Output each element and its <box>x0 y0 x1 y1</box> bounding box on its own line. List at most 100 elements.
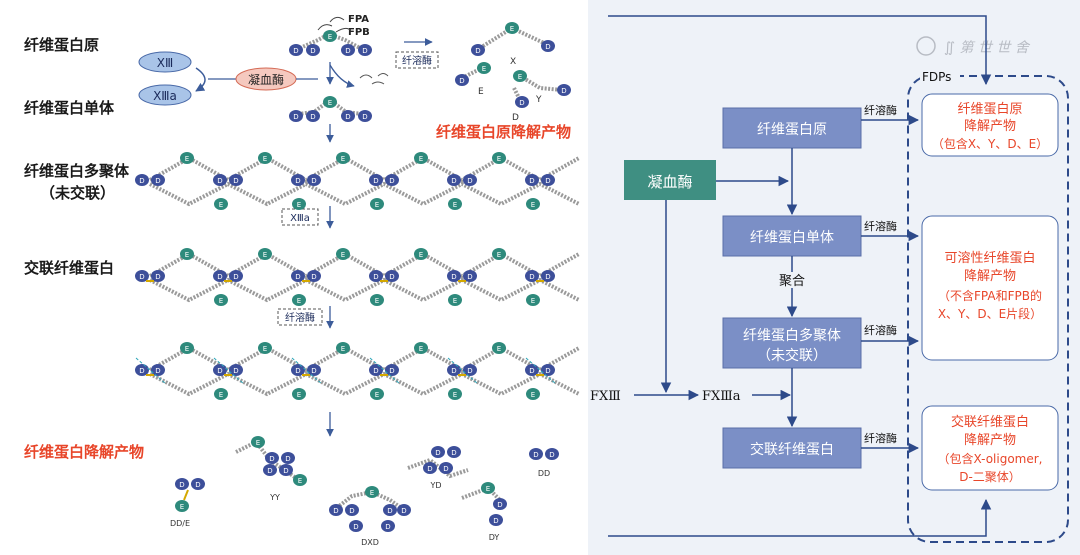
domain-e-ellipse <box>492 248 506 260</box>
plasmin-label-3: 纤溶酶 <box>864 323 897 337</box>
domain-d-ellipse <box>229 364 243 376</box>
domain-d-ellipse <box>263 464 277 476</box>
left-panel: 纤维蛋白原 纤维蛋白单体 纤维蛋白多聚体 （未交联） 交联纤维蛋白 纤维蛋白降解… <box>24 14 580 547</box>
domain-d-label: D <box>387 507 392 515</box>
domain-d-ellipse <box>306 44 320 56</box>
watermark-logo-icon <box>916 36 936 56</box>
domain-d-ellipse <box>289 110 303 122</box>
domain-d-ellipse <box>525 174 539 186</box>
domain-d-ellipse <box>229 270 243 282</box>
fpa-label: FPA <box>348 14 369 25</box>
domain-d-label: D <box>155 177 160 185</box>
domain-d-label: D <box>467 273 472 281</box>
domain-d-label: D <box>349 507 354 515</box>
domain-e-ellipse <box>292 294 306 306</box>
domain-e-ellipse <box>258 152 272 164</box>
product-label-dxd: DXD <box>361 538 379 547</box>
domain-d-ellipse <box>307 174 321 186</box>
fragment-e-label: E <box>478 87 484 97</box>
fibrin-degradation-fragments: D D E DD/E E D D D D E YY D <box>170 436 559 547</box>
domain-e-label: E <box>375 297 379 305</box>
domain-d-ellipse <box>493 498 507 510</box>
domain-e-ellipse <box>336 342 350 354</box>
domain-d-label: D <box>139 367 144 375</box>
stage-label-monomer: 纤维蛋白单体 <box>24 99 115 117</box>
domain-d-ellipse <box>289 44 303 56</box>
domain-e-label: E <box>297 297 301 305</box>
domain-e-label: E <box>419 345 423 353</box>
domain-e-label: E <box>298 477 302 485</box>
domain-d-ellipse <box>489 514 503 526</box>
domain-e-label: E <box>375 391 379 399</box>
domain-d-label: D <box>139 273 144 281</box>
monomer-box-label: 纤维蛋白单体 <box>750 230 834 246</box>
domain-e-ellipse <box>477 62 491 74</box>
domain-e-label: E <box>256 439 260 447</box>
domain-d-label: D <box>389 177 394 185</box>
domain-d-ellipse <box>291 174 305 186</box>
product-box-2-line4: X、Y、D、E片段） <box>938 306 1042 321</box>
domain-d-label: D <box>435 449 440 457</box>
domain-e-label: E <box>185 345 189 353</box>
plasmin-label-2: 纤溶酶 <box>864 219 897 233</box>
domain-e-ellipse <box>323 96 337 108</box>
domain-d-label: D <box>451 449 456 457</box>
domain-d-label: D <box>545 43 550 51</box>
domain-e-ellipse <box>481 482 495 494</box>
domain-d-label: D <box>295 177 300 185</box>
domain-d-label: D <box>310 113 315 121</box>
fibrinogen-fragments: D E D X D E E E D Y D D <box>455 22 571 123</box>
domain-d-label: D <box>362 113 367 121</box>
domain-d-label: D <box>529 367 534 375</box>
fpb-label: FPB <box>348 27 370 38</box>
plasmin-label-1: 纤溶酶 <box>864 103 897 117</box>
domain-d-ellipse <box>385 174 399 186</box>
stage-label-fibrinogen: 纤维蛋白原 <box>24 36 99 54</box>
domain-e-label: E <box>341 345 345 353</box>
domain-d-ellipse <box>329 504 343 516</box>
domain-d-label: D <box>217 273 222 281</box>
domain-d-ellipse <box>525 364 539 376</box>
domain-d-ellipse <box>229 174 243 186</box>
domain-d-label: D <box>475 47 480 55</box>
domain-e-ellipse <box>505 22 519 34</box>
domain-d-label: D <box>233 273 238 281</box>
domain-e-ellipse <box>526 388 540 400</box>
domain-e-ellipse <box>251 436 265 448</box>
domain-d-ellipse <box>431 446 445 458</box>
stage-label-uncrosslinked: （未交联） <box>40 184 115 202</box>
domain-e-label: E <box>297 391 301 399</box>
domain-d-ellipse <box>541 40 555 52</box>
released-fibrinopeptides <box>359 73 389 85</box>
domain-e-label: E <box>531 201 535 209</box>
domain-d-label: D <box>561 87 566 95</box>
domain-d-label: D <box>549 451 554 459</box>
domain-d-ellipse <box>541 270 555 282</box>
cleavage-mark <box>213 357 245 385</box>
domain-d-label: D <box>155 367 160 375</box>
domain-e-label: E <box>482 65 486 73</box>
domain-e-label: E <box>185 251 189 259</box>
domain-d-ellipse <box>135 174 149 186</box>
domain-d-ellipse <box>455 74 469 86</box>
plasmin-box-label: 纤溶酶 <box>402 54 432 67</box>
product-box-1-line3: （包含X、Y、D、E） <box>932 136 1048 151</box>
domain-d-label: D <box>451 367 456 375</box>
plasmin-label-4: 纤溶酶 <box>864 431 897 445</box>
domain-d-label: D <box>267 467 272 475</box>
product-box-crosslinked <box>921 405 1059 491</box>
domain-e-ellipse <box>180 342 194 354</box>
domain-e-ellipse <box>175 500 189 512</box>
polymerize-label-bg <box>772 272 812 288</box>
domain-d-label: D <box>427 465 432 473</box>
product-label-dde: DD/E <box>170 519 190 528</box>
domain-d-label: D <box>179 481 184 489</box>
domain-d-label: D <box>545 177 550 185</box>
domain-e-label: E <box>185 155 189 163</box>
polymer-box-label-line2: （未交联） <box>757 347 827 364</box>
fragment-x-label: X <box>510 57 516 67</box>
watermark-text: ∬ 第 世 世 舍 <box>944 40 1031 56</box>
fragment-d-label: D <box>512 113 519 123</box>
